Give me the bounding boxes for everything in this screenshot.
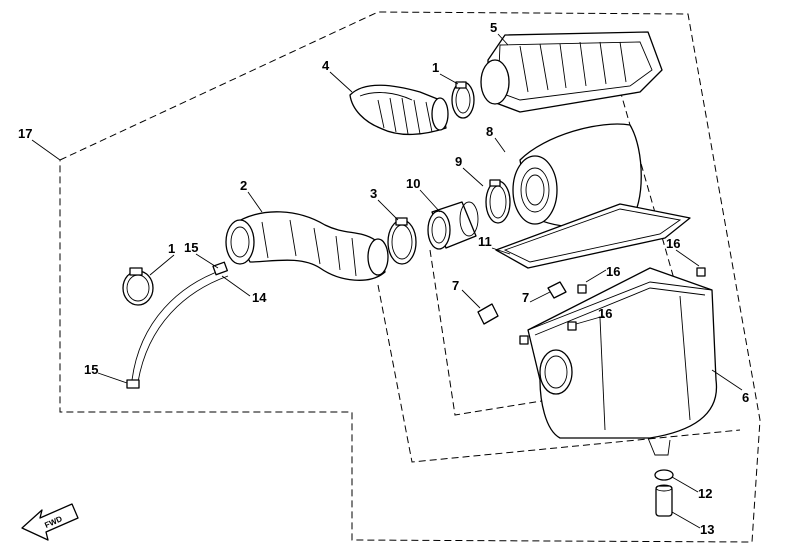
callout-16-middle: 16 <box>606 264 620 279</box>
callout-16-right: 16 <box>666 236 680 251</box>
callout-9: 9 <box>455 154 462 169</box>
callout-13: 13 <box>700 522 714 537</box>
callout-17: 17 <box>18 126 32 141</box>
part-drain-valve <box>655 484 673 517</box>
leader-lines <box>31 33 743 529</box>
callout-6: 6 <box>742 390 749 405</box>
part-snorkel-hose <box>349 84 449 136</box>
part-clip-right <box>547 281 567 299</box>
part-gasket-seal <box>495 203 691 269</box>
part-clamp-lower <box>122 267 154 306</box>
callout-5: 5 <box>490 20 497 35</box>
callout-14: 14 <box>252 290 267 305</box>
callout-7-left: 7 <box>452 278 459 293</box>
callout-15-upper: 15 <box>184 240 198 255</box>
callout-2: 2 <box>240 178 247 193</box>
part-clamp-upper <box>451 81 475 119</box>
callout-4: 4 <box>322 58 330 73</box>
part-coupler-boot <box>427 201 479 250</box>
part-clamp-9 <box>485 179 511 224</box>
callout-12: 12 <box>698 486 712 501</box>
callout-16-lower: 16 <box>598 306 612 321</box>
callout-10: 10 <box>406 176 420 191</box>
callout-15-lower: 15 <box>84 362 98 377</box>
fwd-arrow-icon: FWD <box>21 503 79 541</box>
callout-1-upper: 1 <box>432 60 439 75</box>
callout-8: 8 <box>486 124 493 139</box>
part-clip-left <box>477 303 499 325</box>
callout-1-lower: 1 <box>168 241 175 256</box>
part-drain-clamp <box>654 469 674 481</box>
part-airbox-cover <box>480 31 663 113</box>
callout-11: 11 <box>478 234 492 249</box>
part-airbox-base <box>519 267 718 456</box>
part-intake-duct <box>225 211 389 281</box>
guide-line-middle <box>429 249 561 416</box>
part-breather-hose <box>126 261 229 389</box>
callout-7-right: 7 <box>522 290 529 305</box>
callout-3: 3 <box>370 186 377 201</box>
guide-line-left <box>377 284 741 463</box>
assembly-boundary-17 <box>59 11 761 543</box>
part-clamp-3 <box>387 217 417 265</box>
